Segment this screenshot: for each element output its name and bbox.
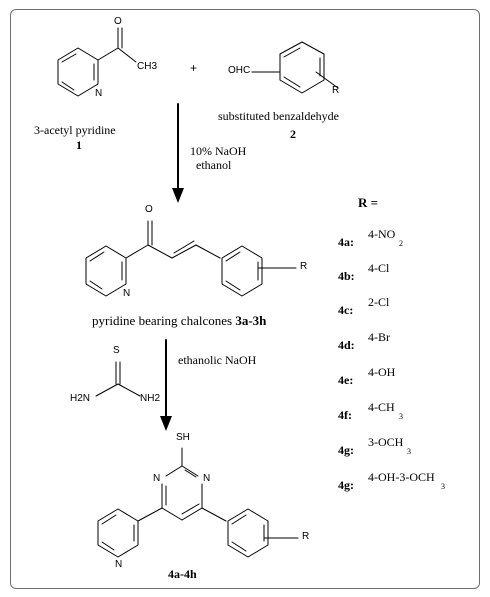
substituent-code: 4b: [338, 269, 355, 283]
substituent-value: 3-OCH [368, 435, 404, 449]
r-label-3: R [302, 531, 310, 542]
product-structure [97, 447, 299, 558]
chalcone-caption: pyridine bearing chalcones 3a-3h [92, 314, 266, 327]
reactant2-number: 2 [290, 127, 296, 141]
thiourea-nh2-right: NH2 [140, 393, 161, 404]
reactant1-number: 1 [76, 138, 82, 152]
methyl-label: CH3 [137, 61, 158, 72]
substituent-value: 4-Cl [368, 261, 390, 275]
plus-sign: + [190, 61, 198, 75]
thiourea-nh2-left: H2N [70, 393, 91, 404]
r-bond-1 [315, 71, 339, 89]
pyrimidine-bond-1 [181, 465, 199, 477]
benzene-ring-2 [221, 245, 263, 297]
substituent-value: 4-OH [368, 365, 396, 379]
pyridine-ring-3 [97, 508, 139, 558]
substituent-code: 4d: [338, 338, 355, 352]
thiourea-structure [95, 361, 141, 397]
substituent-value: 4-Br [368, 330, 390, 344]
carbonyl-link-bond-1 [97, 47, 119, 61]
substituent-header: R = [358, 195, 379, 210]
pyridine-ring-2 [85, 245, 127, 297]
chalcone-oxygen-label: O [145, 204, 153, 215]
pyridine-n-label-3: N [115, 559, 123, 570]
step2-condition: ethanolic NaOH [178, 353, 257, 367]
benzene-ring-1 [279, 41, 325, 94]
substituent-value: 2-Cl [368, 295, 390, 309]
chalcone-name: pyridine bearing chalcones [92, 313, 233, 328]
substituent-subscript: 3 [407, 447, 411, 456]
pyrimidine-n-left: N [153, 473, 161, 484]
r-label-1: R [332, 85, 340, 96]
substituent-code: 4e: [338, 373, 354, 387]
methyl-bond [117, 47, 137, 63]
substituent-value: 4-OH-3-OCH [368, 470, 435, 484]
benzaldehyde-structure [251, 41, 339, 94]
pyridine-ring-1 [57, 47, 99, 97]
product-range: 4a-4h [168, 567, 197, 581]
r-label-2: R [300, 261, 308, 272]
substituent-subscript: 3 [441, 482, 445, 491]
substituent-value: 4-NO [368, 227, 396, 241]
substituent-code: 4f: [338, 408, 352, 422]
substituent-subscript: 3 [399, 412, 403, 421]
reactant2-name: substituted benzaldehyde [218, 109, 339, 123]
benzene-ring-3 [227, 508, 269, 558]
substituent-code: 4a: [338, 235, 354, 249]
chalcone-range: 3a-3h [235, 313, 267, 328]
alkene-bond [171, 244, 197, 259]
acetylpyridine-structure [57, 27, 137, 97]
step1-condition-2: ethanol [196, 158, 232, 172]
substituent-subscript: 2 [399, 239, 403, 248]
pyridine-n-label-1: N [95, 88, 103, 99]
chalcone-structure [85, 220, 297, 297]
step1-condition-1: 10% NaOH [190, 144, 247, 158]
substituent-value: 4-CH [368, 400, 395, 414]
diagram-frame [10, 9, 480, 589]
reactant1-name: 3-acetyl pyridine [34, 123, 116, 137]
substituent-code: 4c: [338, 303, 354, 317]
thiourea-s-label: S [113, 345, 120, 356]
pyridine-n-label-2: N [123, 288, 131, 299]
aldehyde-label: OHC [228, 65, 251, 76]
acetyl-oxygen-label: O [114, 16, 122, 27]
thiol-label: SH [176, 432, 190, 443]
substituent-code: 4g: [338, 443, 354, 457]
pyrimidine-n-right: N [203, 473, 211, 484]
substituent-code: 4g: [338, 478, 354, 492]
